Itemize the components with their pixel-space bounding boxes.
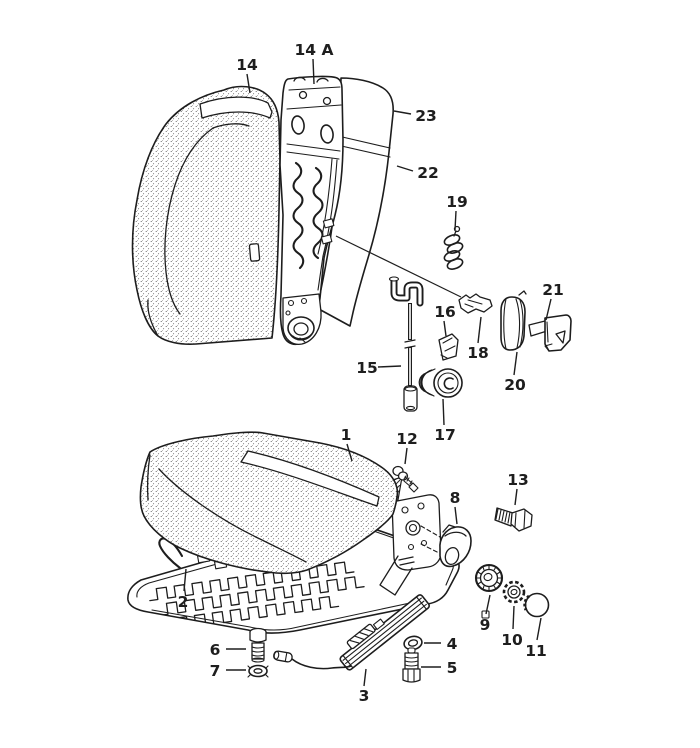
latch-drawing [458,293,493,314]
spring-drawing [443,225,464,270]
part-number-label: 17 [434,426,456,444]
part-number-label: 4 [447,635,458,653]
callout-3: 3 [359,668,370,705]
backrest-cushion-drawing [131,85,281,345]
part-number-label: 10 [501,631,523,649]
callout-14: 14 [236,56,258,94]
seat-cushion-drawing [139,431,399,575]
callout-7: 7 [210,662,246,680]
part-number-label: 13 [507,471,529,489]
part-number-label: 22 [417,164,439,182]
callout-16: 16 [434,303,456,337]
callout-22: 22 [396,164,439,182]
callout-8: 8 [450,489,461,525]
callout-23: 23 [393,107,437,125]
backrest-frame-drawing [279,75,344,346]
part-number-label: 7 [210,662,221,680]
part-number-label: 1 [341,426,352,444]
recliner-cover-drawing [420,524,472,568]
callout-9: 9 [480,594,491,634]
cover-cap-drawing [523,592,550,618]
callout-10: 10 [501,605,523,649]
rail-bolt-drawing [402,647,421,683]
seat-rail-drawing [273,594,430,671]
callout-1: 1 [341,426,353,462]
callout-21: 21 [542,281,564,321]
part-number-label: 23 [415,107,437,125]
callout-12: 12 [396,430,418,465]
part-number-label: 14 A [295,41,334,59]
rail-washer-drawing [403,635,423,651]
part-number-label: 15 [356,359,378,377]
part-number-label: 21 [542,281,564,299]
part-number-label: 12 [396,430,418,448]
adjuster-gear-drawing [474,563,504,619]
part-number-label: 18 [467,344,489,362]
part-number-label: 9 [480,616,491,634]
callout-5: 5 [421,659,457,677]
callout-14a: 14 A [295,41,334,85]
callout-20: 20 [504,351,526,394]
screw-drawing [392,465,419,493]
reference-line [335,235,462,298]
part-number-label: 6 [210,641,221,659]
callout-18: 18 [467,316,489,362]
part-number-label: 8 [450,489,461,507]
callout-2: 2 [178,568,189,611]
callout-4: 4 [424,635,458,653]
part-number-label: 19 [446,193,468,211]
lock-washer-drawing [502,580,526,604]
part-number-label: 5 [447,659,458,677]
callout-15: 15 [356,359,402,377]
front-washer-drawing [247,664,269,678]
part-number-label: 3 [359,687,370,705]
trim-pad-drawing [500,290,527,351]
part-number-label: 2 [178,593,189,611]
part-number-label: 11 [525,642,547,660]
callout-6: 6 [210,641,246,659]
part-number-label: 14 [236,56,258,74]
callout-13: 13 [507,471,529,506]
clip-drawing [438,333,459,361]
part-number-label: 16 [434,303,456,321]
callout-19: 19 [446,193,468,231]
actuating-rod-drawing [388,276,424,412]
release-handle-drawing [528,314,572,352]
hex-bolt-drawing [494,507,533,532]
front-bolt-drawing [249,627,267,663]
grommet-drawing [418,368,463,398]
part-number-label: 20 [504,376,526,394]
callout-17: 17 [434,398,456,444]
callout-11: 11 [525,617,547,660]
